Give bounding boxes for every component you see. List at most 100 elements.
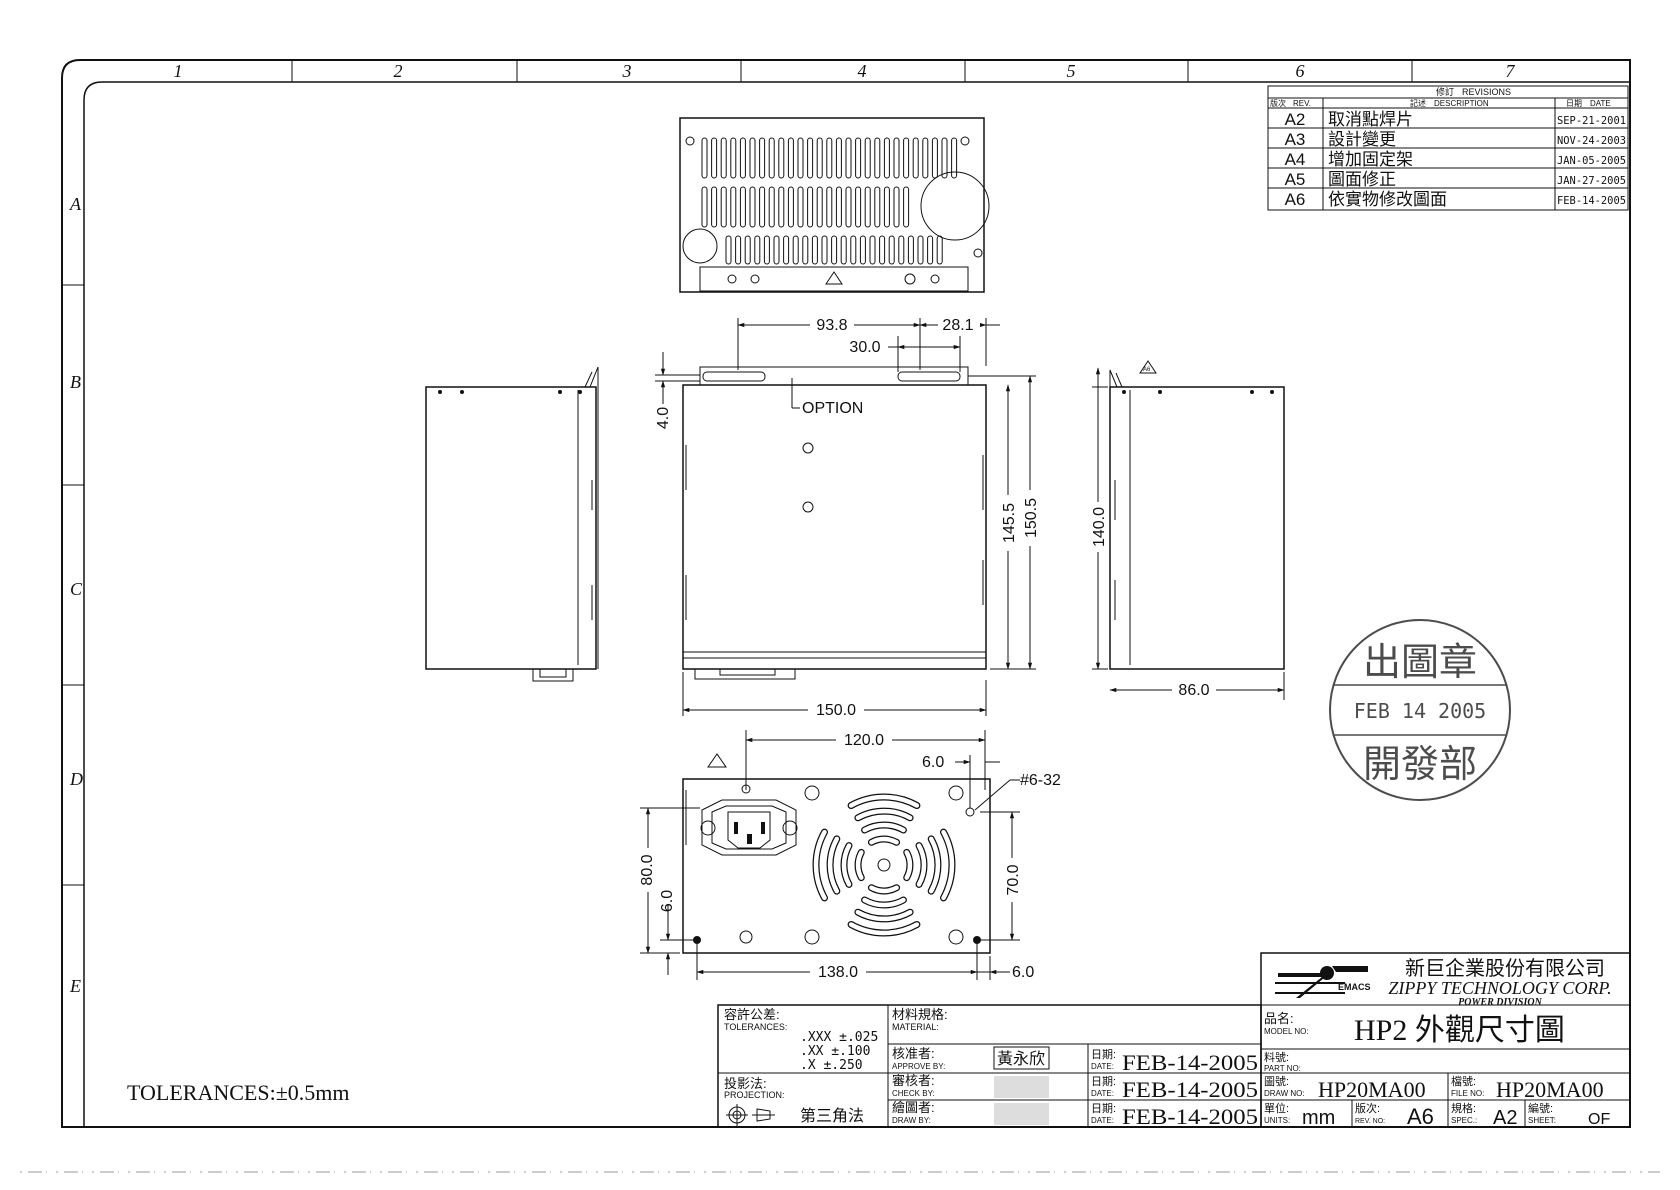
model-label-en: MODEL NO:	[1264, 1027, 1309, 1036]
vent-slot	[821, 235, 828, 265]
front-view: OPTION	[682, 366, 987, 680]
vent-slot	[864, 137, 871, 179]
vent-slot	[739, 186, 746, 228]
tolerance-xx: .XX ±.100	[800, 1044, 870, 1059]
model-value: HP2 外觀尺寸圖	[1354, 1014, 1565, 1047]
approve-date: FEB-14-2005	[1122, 1050, 1258, 1075]
rev-row-code: A2	[1285, 110, 1306, 129]
vent-slot	[730, 137, 737, 179]
tolerances-note: TOLERANCES:±0.5mm	[127, 1080, 350, 1105]
grid-col-2: 2	[394, 61, 403, 81]
rev-row-date: FEB-14-2005	[1557, 194, 1626, 207]
date-label-en: DATE:	[1091, 1062, 1114, 1071]
vent-slot	[744, 235, 751, 265]
rev-row-date: JAN-05-2005	[1557, 154, 1626, 167]
fan-grille-ring-inner	[862, 897, 906, 908]
tolerance-label-zh: 容許公差:	[724, 1007, 780, 1022]
fan-grille-ring-inner	[848, 794, 920, 808]
rev-row-date: SEP-21-2001	[1557, 114, 1626, 127]
vent-slot	[778, 186, 785, 228]
vent-slot	[931, 137, 938, 179]
vent-slot	[783, 235, 790, 265]
dim-6-0-left: 6.0	[659, 890, 676, 912]
part-label-en: PART NO:	[1264, 1064, 1301, 1073]
revisions-title-en: REVISIONS	[1462, 87, 1511, 97]
fan-grille-ring-inner	[941, 829, 955, 901]
stamp-bottom-text: 開發部	[1363, 744, 1477, 786]
fan-grille-ring-inner	[855, 808, 913, 821]
rev-row-desc: 依實物修改圖面	[1328, 190, 1447, 209]
vent-slot	[869, 235, 876, 265]
fan-grille-ring-inner	[827, 836, 840, 894]
left-side-view	[425, 366, 599, 682]
rev-row-code: A5	[1285, 170, 1306, 189]
vent-slot	[831, 235, 838, 265]
fan-grille-ring-inner	[916, 843, 927, 887]
vent-slot	[888, 235, 895, 265]
vent-slot	[735, 235, 742, 265]
grid-col-1: 1	[174, 61, 183, 81]
company-name-en: ZIPPY TECHNOLOGY CORP.	[1388, 978, 1611, 998]
vent-slot	[797, 186, 804, 228]
vent-slot	[701, 186, 708, 228]
check-date: FEB-14-2005	[1122, 1077, 1258, 1102]
check-label-en: CHECK BY:	[892, 1089, 935, 1098]
vent-slot	[907, 235, 914, 265]
dim-6-0-top: 6.0	[922, 754, 944, 771]
vent-slot	[845, 186, 852, 228]
approve-label-zh: 核准者:	[892, 1046, 935, 1061]
date-label-zh: 日期:	[1091, 1102, 1116, 1115]
approve-label-en: APPROVE BY:	[892, 1062, 945, 1071]
vent-slot	[792, 235, 799, 265]
vent-slot	[730, 186, 737, 228]
fan-grille-ring-inner	[855, 909, 913, 922]
model-label-zh: 品名:	[1264, 1011, 1294, 1026]
logo-text: EMACS	[1338, 982, 1371, 992]
rev-row-desc: 取消點焊片	[1328, 110, 1413, 129]
vent-slot	[874, 137, 881, 179]
grid-row-e: E	[69, 976, 81, 996]
vent-slot	[859, 235, 866, 265]
vent-slot	[855, 186, 862, 228]
sheet-label-en: SHEET:	[1528, 1116, 1556, 1125]
spec-label-zh: 規格:	[1451, 1101, 1476, 1115]
units-label-en: UNITS:	[1264, 1116, 1290, 1125]
vent-slot	[807, 137, 814, 179]
units-value: mm	[1302, 1107, 1335, 1129]
dim-6-0-bottom: 6.0	[1012, 964, 1034, 981]
draw-date: FEB-14-2005	[1122, 1104, 1258, 1129]
dim-145-5: 145.5	[1001, 503, 1018, 543]
rev-row-code: A3	[1285, 130, 1306, 149]
vent-slot	[720, 186, 727, 228]
division-name: POWER DIVISION	[1458, 997, 1542, 1008]
date-label-en: DATE:	[1091, 1116, 1114, 1125]
vent-slot	[749, 186, 756, 228]
vent-slot	[739, 137, 746, 179]
rev-mark: A6	[1143, 367, 1151, 373]
vent-slot	[720, 137, 727, 179]
drawno-label-en: DRAW NO:	[1264, 1089, 1305, 1098]
vent-slot	[807, 186, 814, 228]
date-label-zh: 日期:	[1091, 1075, 1116, 1088]
vent-slot	[754, 235, 761, 265]
vent-slot	[883, 186, 890, 228]
vent-slot	[778, 137, 785, 179]
draw-label-en: DRAW BY:	[892, 1116, 931, 1125]
rev-row-code: A4	[1285, 150, 1306, 169]
date-col-zh: 日期	[1566, 99, 1582, 108]
grid-row-d: D	[69, 769, 83, 789]
vent-slot	[811, 235, 818, 265]
dim-86-0: 86.0	[1178, 682, 1209, 699]
grid-row-b: B	[70, 372, 81, 392]
material-label-zh: 材料規格:	[892, 1007, 948, 1022]
check-label-zh: 審核者:	[892, 1073, 935, 1088]
grid-col-3: 3	[622, 61, 632, 81]
projection-value: 第三角法	[800, 1107, 864, 1125]
vent-slot	[903, 137, 910, 179]
part-label-zh: 料號:	[1264, 1050, 1289, 1064]
rev-row-date: NOV-24-2003	[1557, 134, 1626, 147]
draw-signature-stamp	[994, 1103, 1049, 1125]
rev-row-desc: 增加固定架	[1328, 150, 1413, 169]
fileno-label-en: FILE NO:	[1451, 1089, 1484, 1098]
rev-row-desc: 設計變更	[1328, 130, 1396, 149]
